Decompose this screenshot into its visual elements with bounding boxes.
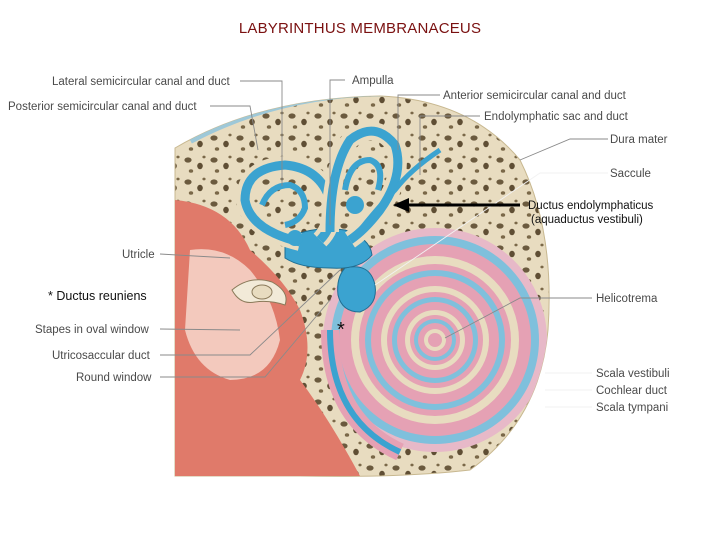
asterisk-marker: * (337, 319, 345, 341)
endolymphatic-duct (358, 147, 442, 232)
label-anterior-canal: Anterior semicircular canal and duct (443, 90, 627, 102)
label-helicotrema: Helicotrema (596, 293, 658, 305)
label-aquaductus-vestibuli: (aquaductus vestibuli) (531, 214, 643, 226)
label-utricle: Utricle (122, 249, 155, 261)
label-dura-mater: Dura mater (610, 134, 668, 146)
label-lateral-canal: Lateral semicircular canal and duct (52, 76, 231, 88)
label-cochlear-duct: Cochlear duct (596, 385, 668, 397)
label-ductus-endolymphaticus: Ductus endolymphaticus (528, 200, 654, 212)
semicircular-canals (235, 122, 407, 251)
arrow-ductus-endolymphaticus (393, 198, 520, 212)
ampulla-bulb (346, 196, 364, 214)
label-endolymphatic-sac: Endolymphatic sac and duct (484, 111, 629, 123)
cochlea (323, 228, 547, 452)
label-saccule: Saccule (610, 168, 651, 180)
label-round-window: Round window (76, 372, 152, 384)
label-stapes: Stapes in oval window (35, 324, 149, 336)
label-scala-vestibuli: Scala vestibuli (596, 368, 670, 380)
stapes-bone (231, 279, 287, 306)
leader-lines (159, 79, 608, 408)
anatomy-illustration (174, 95, 550, 477)
label-ampulla: Ampulla (352, 75, 394, 87)
label-utricosaccular: Utricosaccular duct (52, 350, 151, 362)
label-ductus-reuniens: * Ductus reuniens (48, 289, 147, 303)
label-posterior-canal: Posterior semicircular canal and duct (8, 101, 197, 113)
saccule-sac (337, 266, 376, 313)
label-scala-tympani: Scala tympani (596, 402, 668, 414)
slide-title: LABYRINTHUS MEMBRANACEUS (238, 20, 482, 37)
